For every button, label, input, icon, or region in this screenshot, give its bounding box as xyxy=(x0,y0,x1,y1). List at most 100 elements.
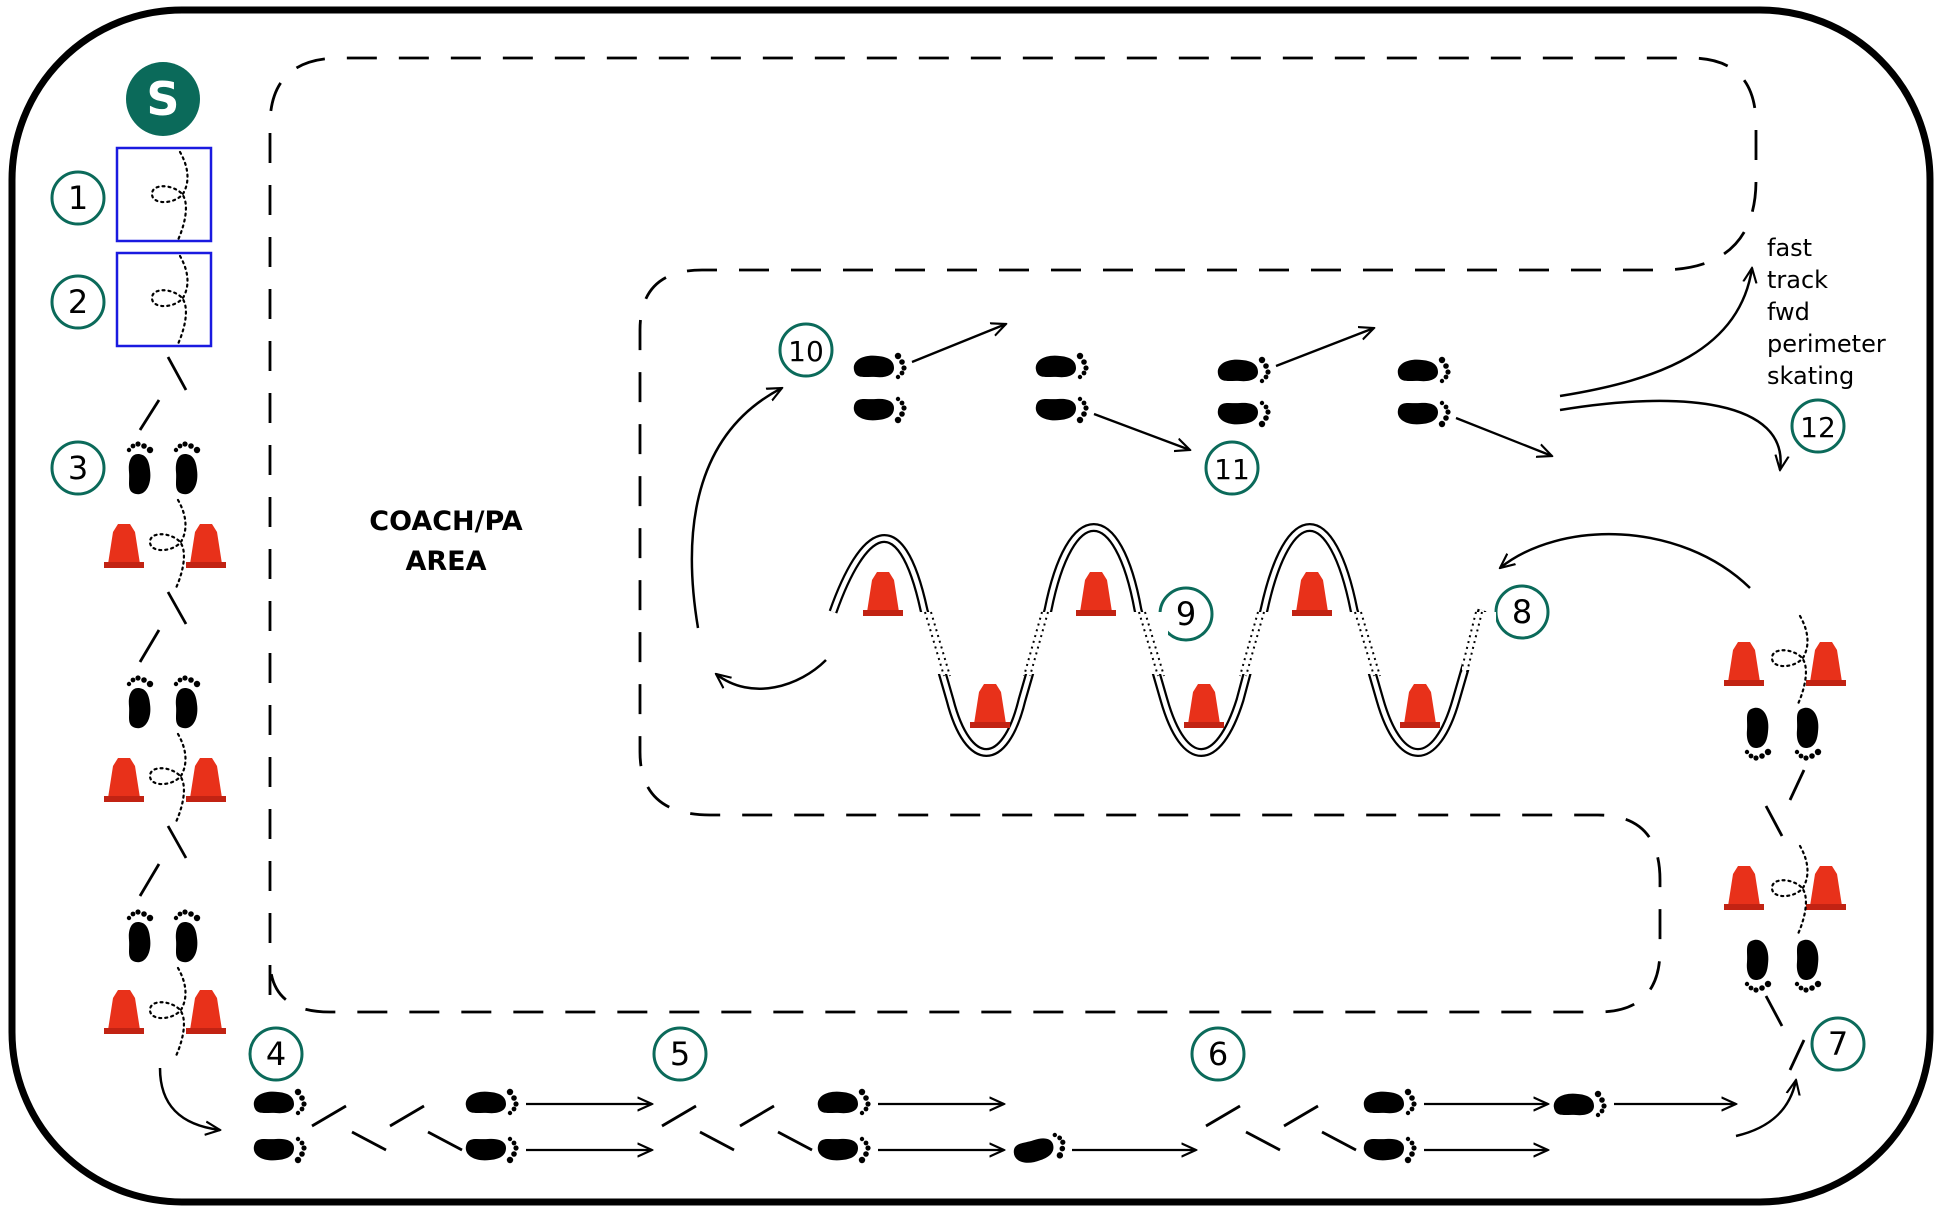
cone-icon xyxy=(186,990,226,1034)
exit-arrow-down xyxy=(1559,399,1781,470)
pivot-loop-icon xyxy=(1770,844,1809,936)
svg-text:S: S xyxy=(146,72,179,126)
station-badge-2: 2 xyxy=(50,274,106,330)
start-marker: S xyxy=(126,62,200,136)
footprint-icon xyxy=(253,1088,307,1116)
side-note: fast track fwd perimeter skating xyxy=(1767,234,1886,390)
footprint-icon xyxy=(1553,1090,1607,1118)
station-number: 11 xyxy=(1214,453,1250,486)
glide-arrow xyxy=(1455,416,1552,456)
footprint-icon xyxy=(1397,400,1451,428)
station-badge-10: 10 xyxy=(778,322,834,378)
cone-icon xyxy=(1724,866,1764,910)
cone-icon xyxy=(1292,572,1332,616)
footprint-icon xyxy=(1035,352,1089,380)
station-badge-6: 6 xyxy=(1190,1026,1246,1082)
footprint-icon xyxy=(1744,939,1772,993)
cone-icon xyxy=(970,684,1010,728)
footprint-icon xyxy=(1217,356,1271,384)
side-note-line: perimeter xyxy=(1767,330,1886,358)
station-badge-1: 1 xyxy=(50,170,106,226)
cone-icon xyxy=(1400,684,1440,728)
footprint-icon xyxy=(173,909,201,963)
cone-icon xyxy=(186,524,226,568)
station-number: 2 xyxy=(68,283,88,321)
cone-icon xyxy=(104,758,144,802)
station-1-box xyxy=(115,146,213,243)
station-number: 9 xyxy=(1176,595,1196,633)
side-note-line: skating xyxy=(1767,362,1854,390)
pivot-loop-icon xyxy=(150,254,189,346)
footprint-icon xyxy=(253,1136,307,1164)
transition-arrow xyxy=(158,1067,220,1130)
station-2-box xyxy=(115,251,213,348)
pivot-loop-icon xyxy=(148,732,187,824)
footprint-icon xyxy=(173,441,201,495)
station-badge-4: 4 xyxy=(248,1026,304,1082)
footprint-icon xyxy=(1363,1136,1417,1164)
right-path-dashes xyxy=(1764,769,1806,1071)
footprint-icon xyxy=(817,1088,871,1116)
side-note-line: track xyxy=(1767,266,1828,294)
cone-icon xyxy=(1076,572,1116,616)
cone-icon xyxy=(1724,642,1764,686)
station-number: 4 xyxy=(266,1035,286,1073)
glide-arrow xyxy=(911,324,1006,364)
svg-text:AREA: AREA xyxy=(405,546,486,577)
station-badge-3: 3 xyxy=(50,440,106,496)
footprint-icon xyxy=(465,1088,519,1116)
footprint-icon xyxy=(817,1136,871,1164)
crossover-dashes xyxy=(1205,1104,1357,1152)
station-number: 12 xyxy=(1800,411,1836,444)
cone-icon xyxy=(1806,866,1846,910)
cone-icon xyxy=(104,524,144,568)
station-number: 7 xyxy=(1828,1025,1848,1063)
footprint-icon xyxy=(853,352,907,380)
footprint-icon xyxy=(126,909,154,963)
station-number: 6 xyxy=(1208,1035,1228,1073)
footprint-icon xyxy=(1397,356,1451,384)
pivot-loop-icon xyxy=(148,498,187,590)
crossover-dashes xyxy=(661,1104,813,1152)
transition-arrow xyxy=(1735,1080,1796,1138)
transition-arrow xyxy=(690,388,782,629)
crossover-dashes xyxy=(311,1104,463,1152)
footprint-icon xyxy=(465,1136,519,1164)
footprint-icon xyxy=(126,441,154,495)
station-badge-9: 9 xyxy=(1158,586,1214,642)
footprint-icon xyxy=(1011,1130,1070,1170)
cone-icon xyxy=(1806,642,1846,686)
weave-path xyxy=(828,523,1496,757)
station-number: 10 xyxy=(788,335,824,368)
exit-arrow-up xyxy=(1559,268,1752,398)
side-note-line: fwd xyxy=(1767,298,1810,326)
station-badge-11: 11 xyxy=(1204,440,1260,496)
station-badge-7: 7 xyxy=(1810,1016,1866,1072)
station-badge-12: 12 xyxy=(1790,398,1846,454)
footprint-icon xyxy=(1217,400,1271,428)
side-note-line: fast xyxy=(1767,234,1812,262)
svg-text:COACH/PA: COACH/PA xyxy=(369,506,523,537)
footprint-icon xyxy=(1794,939,1822,993)
station-number: 5 xyxy=(670,1035,690,1073)
rink-border xyxy=(8,6,1934,1206)
perimeter-track xyxy=(268,56,1758,1014)
footprint-icon xyxy=(1363,1088,1417,1116)
footprint-icon xyxy=(173,675,201,729)
left-path-dashes xyxy=(138,356,188,897)
cone-icon xyxy=(186,758,226,802)
cone-icon xyxy=(863,572,903,616)
pivot-loop-icon xyxy=(150,150,189,242)
station-badge-8: 8 xyxy=(1494,584,1550,640)
glide-arrow xyxy=(1275,328,1374,368)
footprint-icon xyxy=(126,675,154,729)
station-number: 8 xyxy=(1512,593,1532,631)
pivot-loop-icon xyxy=(148,966,187,1058)
station-number: 1 xyxy=(68,179,88,217)
footprint-icon xyxy=(1035,396,1089,424)
glide-arrow xyxy=(1093,412,1190,450)
station-badge-5: 5 xyxy=(652,1026,708,1082)
transition-arrow xyxy=(716,659,827,690)
pivot-loop-icon xyxy=(1770,614,1809,706)
